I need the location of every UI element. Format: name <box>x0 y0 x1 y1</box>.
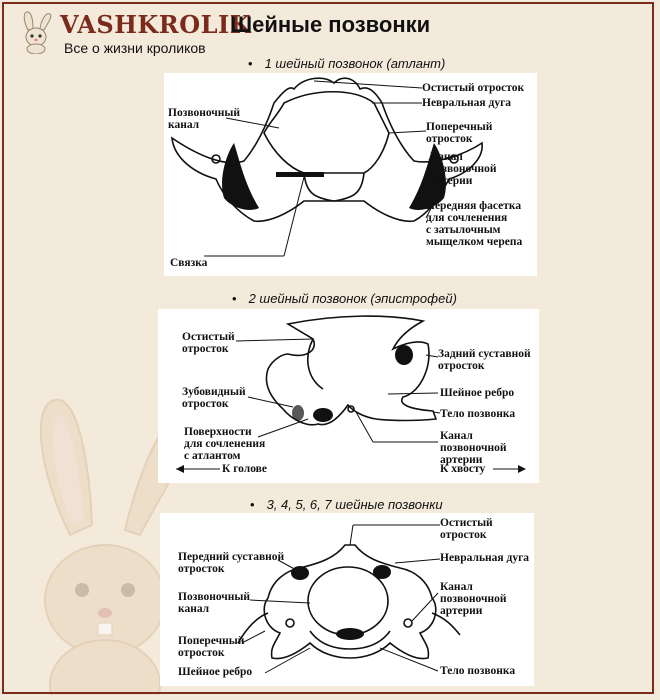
section-3-caption: •3, 4, 5, 6, 7 шейные позвонки <box>250 497 443 512</box>
cervical-drawing <box>237 524 461 674</box>
axis-diagram: Остистый отросток Задний суставной отрос… <box>158 309 539 483</box>
cervical-label-ant-articular: Передний суставной отросток <box>178 551 285 575</box>
section-1-caption-text: 1 шейный позвонок (атлант) <box>264 56 446 71</box>
cervical-label-canal: Позвоночный канал <box>178 591 250 615</box>
section-3-caption-text: 3, 4, 5, 6, 7 шейные позвонки <box>266 497 443 512</box>
axis-label-spinous: Остистый отросток <box>182 331 235 355</box>
axis-label-to-tail: К хвосту <box>440 463 486 475</box>
atlas-label-ligament: Связка <box>170 257 208 269</box>
rabbit-logo-icon <box>23 11 52 54</box>
section-2-caption-text: 2 шейный позвонок (эпистрофей) <box>248 291 457 306</box>
cervical-label-artery-canal: Канал позвоночной артерии <box>440 581 507 617</box>
atlas-diagram: Остистый отросток Невральная дуга Позвон… <box>164 73 537 276</box>
atlas-label-transverse: Поперечный отросток <box>426 121 493 145</box>
atlas-drawing <box>171 77 483 257</box>
cervical-label-transverse: Поперечный отросток <box>178 635 245 659</box>
atlas-label-canal: Позвоночный канал <box>168 107 240 131</box>
atlas-label-artery-canal: Канал позвоночной артерии <box>430 151 497 187</box>
page-title: Шейные позвонки <box>230 12 431 37</box>
cervical-label-rib: Шейное ребро <box>178 666 253 678</box>
axis-label-dens: Зубовидный отросток <box>182 386 246 410</box>
axis-label-body: Тело позвонка <box>440 408 516 420</box>
axis-label-artery-canal: Канал позвоночной артерии <box>440 430 507 466</box>
cervical-label-spinous: Остистый отросток <box>440 517 493 541</box>
axis-label-post-articular: Задний суставной отросток <box>438 348 531 372</box>
section-2-caption: •2 шейный позвонок (эпистрофей) <box>232 291 457 306</box>
cervical-diagram: Остистый отросток Передний суставной отр… <box>160 513 534 686</box>
brand-tagline: Все о жизни кроликов <box>64 40 206 56</box>
axis-label-to-head: К голове <box>222 463 267 475</box>
cervical-label-body: Тело позвонка <box>440 665 516 677</box>
axis-drawing <box>176 315 526 473</box>
atlas-label-neural-arch: Невральная дуга <box>422 97 512 109</box>
atlas-label-facet: Передняя фасетка для сочленения с затыло… <box>426 200 523 248</box>
brand-name[interactable]: VASHKROLIK <box>60 10 252 39</box>
section-1-caption: •1 шейный позвонок (атлант) <box>248 56 446 71</box>
axis-label-rib: Шейное ребро <box>440 387 515 399</box>
atlas-label-spinous: Остистый отросток <box>422 82 525 94</box>
axis-label-surfaces: Поверхности для сочленения с атлантом <box>184 426 266 462</box>
cervical-label-neural-arch: Невральная дуга <box>440 552 530 564</box>
